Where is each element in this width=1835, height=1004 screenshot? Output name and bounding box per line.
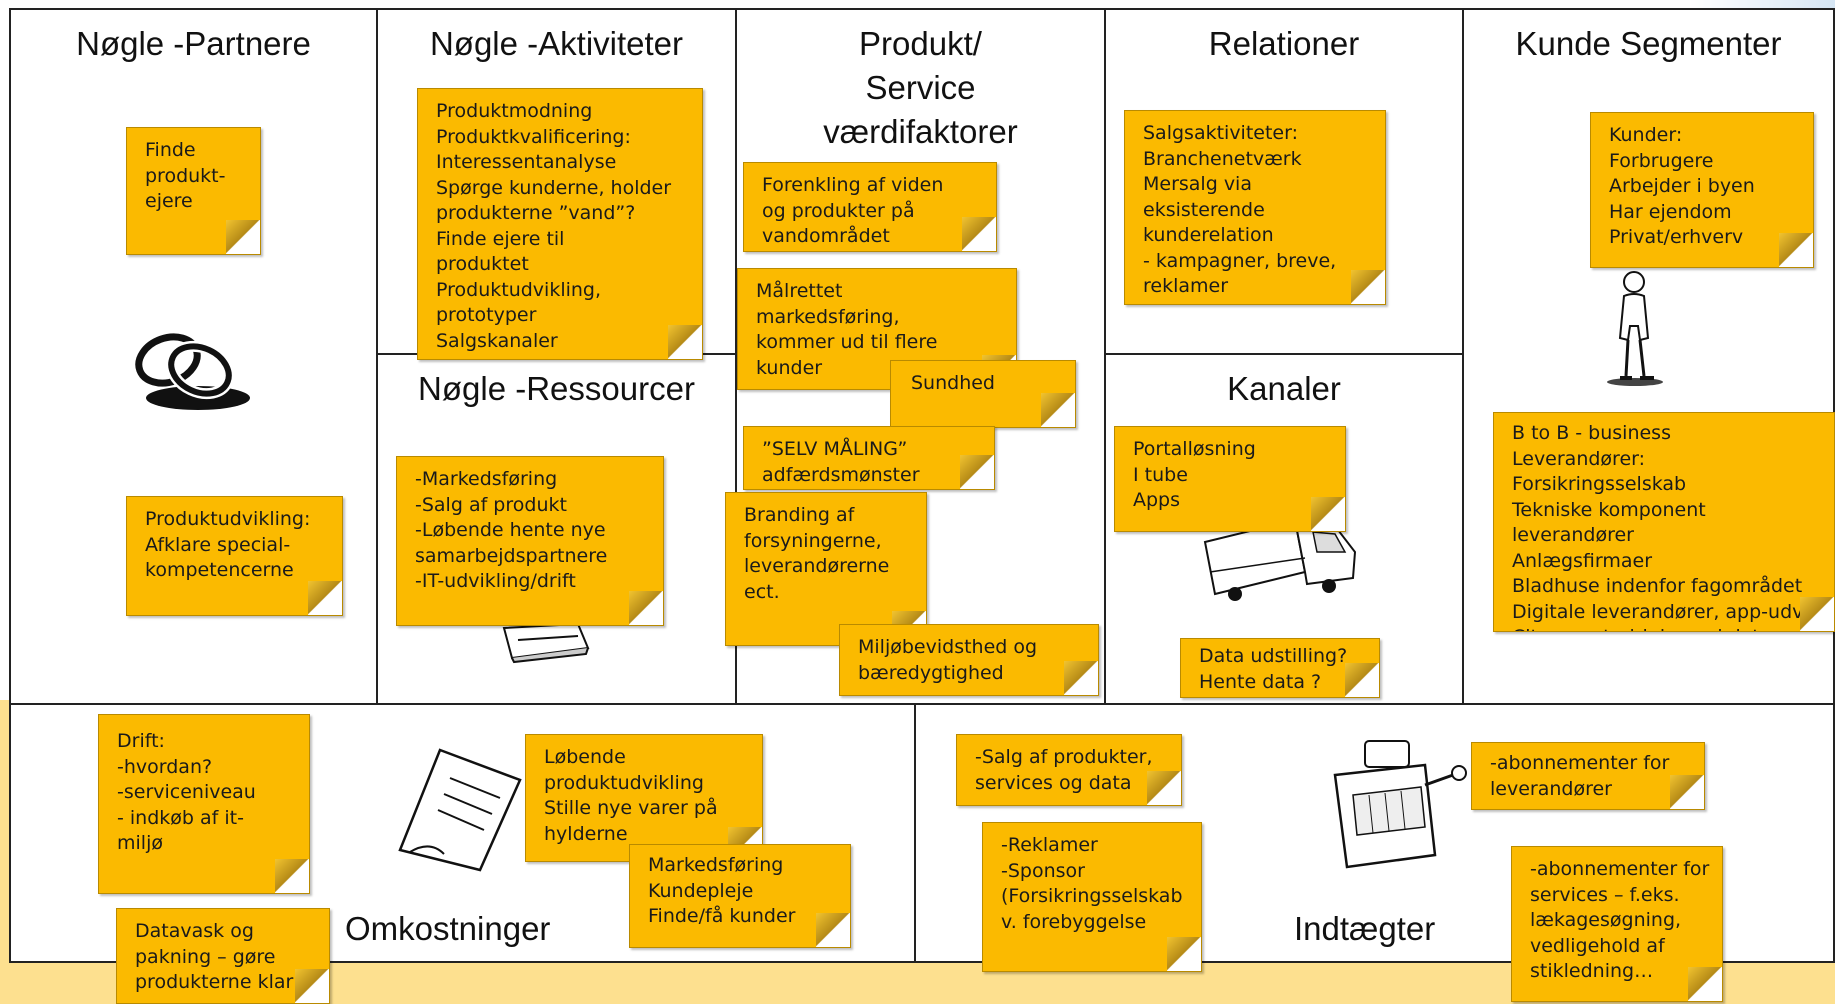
cell-title-revenue: Indtægter (1294, 910, 1436, 947)
note-revenue-1: -Salg af produkter, services og data (956, 734, 1182, 806)
document-icon (398, 748, 522, 872)
note-revenue-3: -abonnementer for leverandører (1471, 742, 1705, 810)
cell-title-channels: Kanaler (1227, 370, 1341, 407)
cell-title-costs: Omkostninger (345, 910, 551, 947)
note-resources-1: -Markedsføring -Salg af produkt -Løbende… (396, 456, 664, 626)
cell-title-resources: Nøgle -Ressourcer (418, 370, 695, 407)
note-segments-2: B to B - business Leverandører: Forsikri… (1493, 412, 1835, 632)
note-activities-1: Produktmodning Produktkvalificering: Int… (417, 88, 703, 360)
note-revenue-4: -abonnementer for services – f.eks. læka… (1511, 846, 1723, 1002)
note-costs-4: Datavask og pakning – gøre produkterne k… (116, 908, 330, 1004)
note-revenue-2: -Reklamer -Sponsor (Forsikringsselskab v… (982, 822, 1202, 972)
cell-title-partners: Nøgle -Partnere (76, 25, 311, 62)
note-costs-1: Drift: -hvordan? -serviceniveau - indkøb… (98, 714, 310, 894)
note-value-5: Branding af forsyningerne, leverandørern… (725, 492, 927, 646)
note-value-4: ”SELV MÅLING” adfærdsmønster (743, 426, 995, 490)
note-costs-2: Løbende produktudvikling Stille nye vare… (525, 734, 763, 862)
cell-title-segments: Kunde Segmenter (1515, 25, 1782, 62)
note-value-6: Miljøbevidsthed og bæredygtighed (839, 624, 1099, 696)
note-channels-1: Portalløsning I tube Apps (1114, 426, 1346, 532)
truck-icon (1203, 518, 1357, 601)
cash-register-icon (1333, 740, 1467, 869)
note-value-3: Sundhed (890, 360, 1076, 428)
cell-title-relations: Relationer (1208, 25, 1360, 62)
note-partners-1: Finde produkt- ejere (126, 127, 261, 255)
cell-title-activities: Nøgle -Aktiviteter (429, 25, 684, 62)
chain-links-icon (135, 333, 250, 410)
note-relations-1: Salgsaktiviteter: Branchenetværk Mersalg… (1124, 110, 1386, 305)
person-icon (1607, 271, 1663, 386)
note-costs-3: Markedsføring Kundepleje Finde/få kunder (629, 844, 851, 948)
note-channels-2: Data udstilling? Hente data ? (1180, 638, 1380, 698)
note-value-1: Forenkling af viden og produkter på vand… (743, 162, 997, 252)
note-partners-2: Produktudvikling: Afklare special- kompe… (126, 496, 343, 616)
cell-title-value: Produkt/ Service værdifaktorer (823, 25, 1018, 150)
note-segments-1: Kunder: Forbrugere Arbejder i byen Har e… (1590, 112, 1814, 268)
